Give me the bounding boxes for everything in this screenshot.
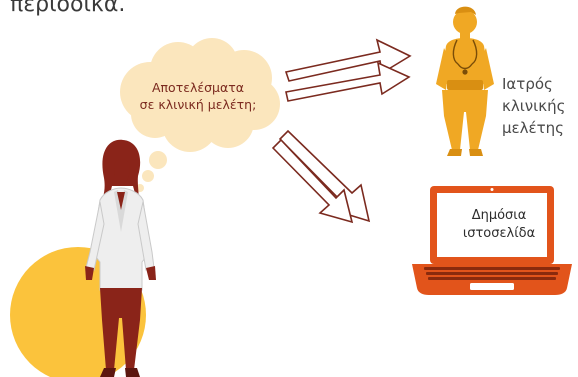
thought-bubble-line-1: Αποτελέσματα xyxy=(151,80,245,95)
thought-bubble-icon xyxy=(120,38,280,192)
thought-bubble-line-2: σε κλινική μελέτη; xyxy=(139,97,257,112)
heading-fragment: περιοδικά. xyxy=(10,0,126,17)
doctor-label-line-3: μελέτης xyxy=(502,119,564,137)
laptop-screen-text: Δημόσια ιστοσελίδα xyxy=(443,207,555,243)
doctor-figure-icon xyxy=(436,6,494,156)
arrow-to-laptop-icon xyxy=(278,129,371,223)
laptop-icon xyxy=(412,186,572,295)
arrow-to-doctor-icon xyxy=(284,38,412,82)
doctor-label: Ιατρός κλινικής μελέτης xyxy=(502,73,565,139)
thought-bubble-text: Αποτελέσματα σε κλινική μελέτη; xyxy=(128,79,268,113)
arrow-to-doctor-2-icon xyxy=(285,61,411,102)
arrow-to-laptop-2-icon xyxy=(271,138,354,224)
doctor-label-line-2: κλινικής xyxy=(502,97,566,115)
doctor-label-line-1: Ιατρός xyxy=(502,75,553,93)
woman-figure-icon xyxy=(85,139,156,377)
laptop-screen-line-2: ιστοσελίδα xyxy=(462,226,536,241)
laptop-screen-line-1: Δημόσια xyxy=(471,208,527,223)
